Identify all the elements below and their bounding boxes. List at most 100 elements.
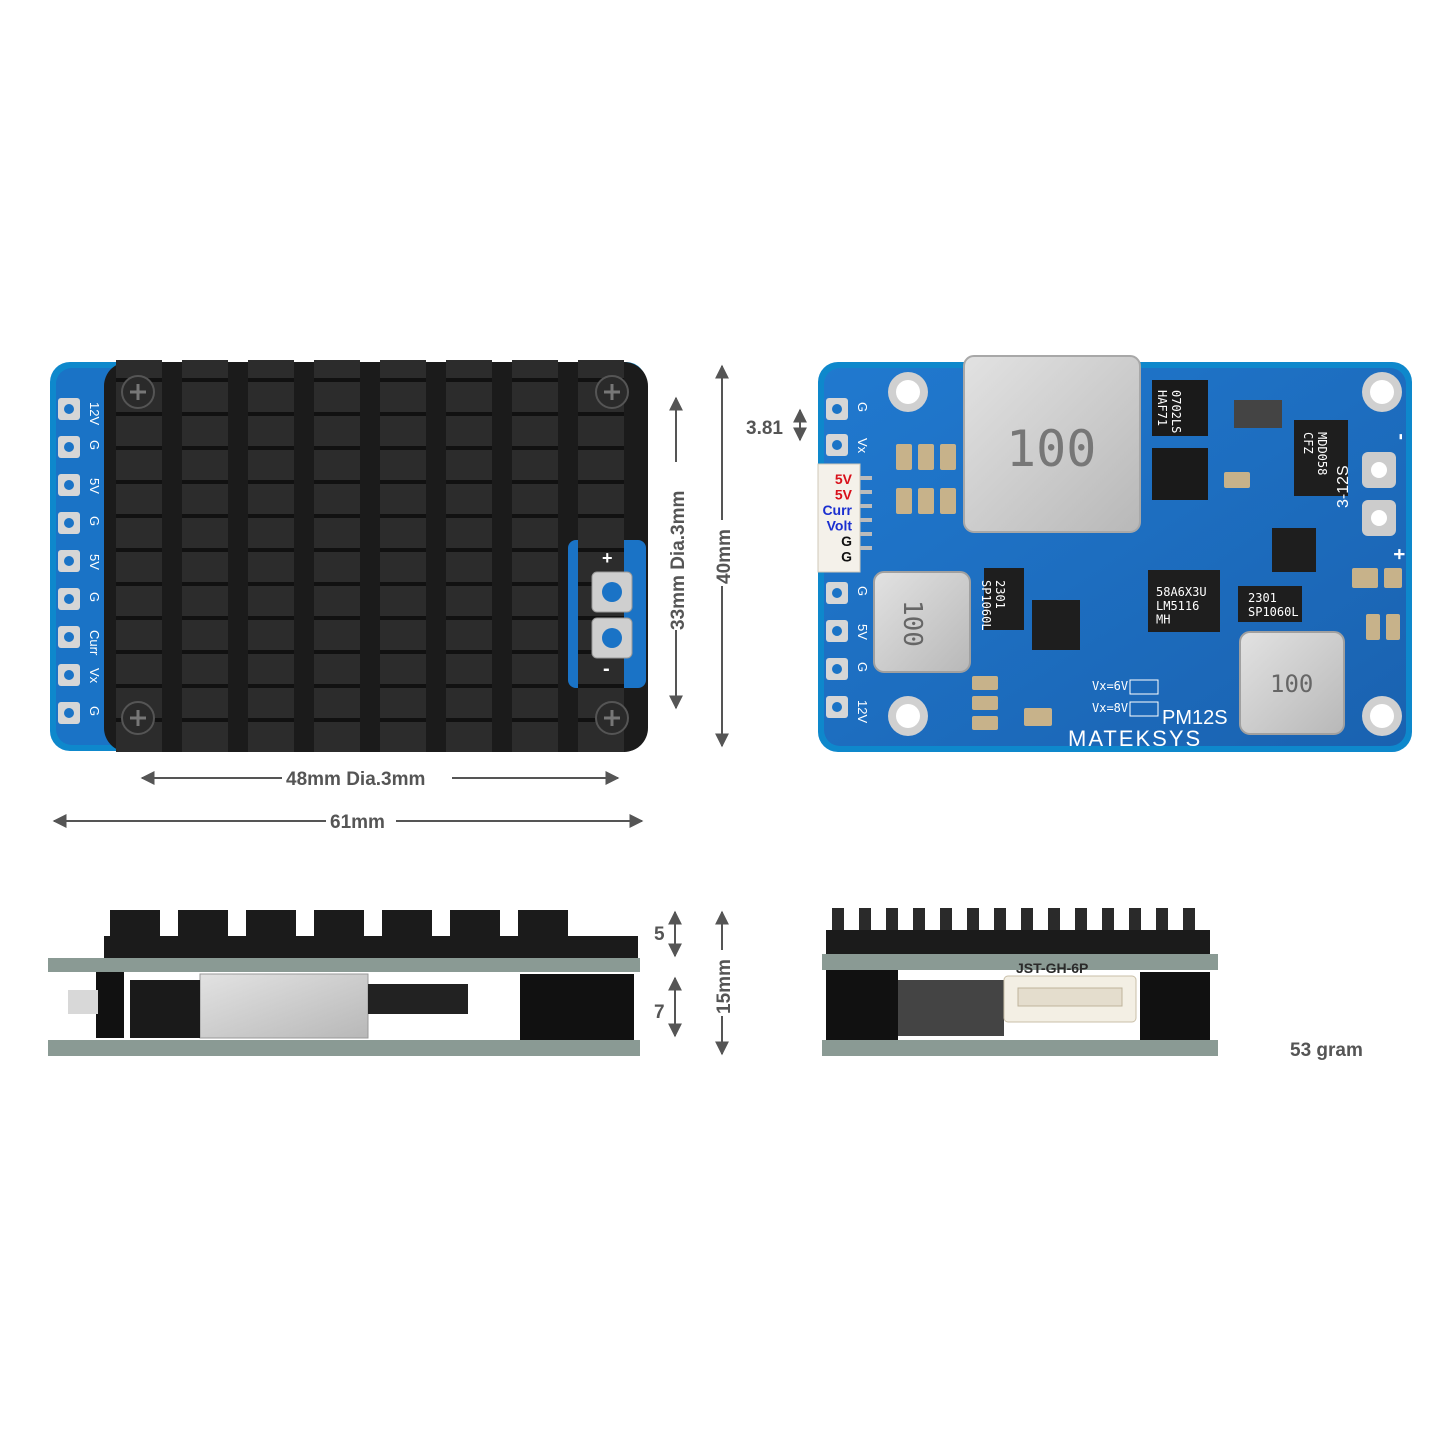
fin-groove (512, 650, 558, 654)
fin-groove (248, 616, 294, 620)
pad-label: G (87, 706, 102, 716)
side-component-b-left (826, 970, 898, 1040)
brand-label: MATEKSYS (1068, 726, 1202, 751)
main-inductor (963, 355, 1141, 533)
fin-groove (314, 378, 360, 382)
fin-groove (248, 650, 294, 654)
fin-groove (116, 446, 162, 450)
fin-groove (380, 616, 426, 620)
fin-groove (314, 412, 360, 416)
fin-groove (116, 412, 162, 416)
capacitor-array (896, 444, 1402, 730)
fin-groove (248, 684, 294, 688)
fin-groove (314, 480, 360, 484)
fin-groove (248, 548, 294, 552)
heatsink-fin (182, 360, 228, 752)
side-component-b-right (1140, 972, 1210, 1040)
jumper-8v: Vx=8V (1092, 701, 1128, 715)
fin-groove (116, 650, 162, 654)
side-fin (450, 910, 500, 940)
fin-groove (182, 446, 228, 450)
side-fin (994, 908, 1006, 934)
connector-pin-label: G (841, 549, 852, 565)
main-inductor-label: 100 (1006, 420, 1096, 478)
fin-groove (248, 446, 294, 450)
fin-groove (116, 514, 162, 518)
connector-pin-label: Volt (827, 518, 853, 534)
fin-groove (380, 446, 426, 450)
fin-groove (248, 480, 294, 484)
side-component-black-left (96, 972, 124, 1038)
fin-groove (380, 548, 426, 552)
fin-groove (380, 650, 426, 654)
pad-label: 12V (87, 402, 102, 425)
fin-groove (446, 480, 492, 484)
side-fin (940, 908, 952, 934)
fin-groove (314, 446, 360, 450)
fin-groove (512, 446, 558, 450)
heatsink-fin (446, 360, 492, 752)
side-fin (913, 908, 925, 934)
connector-pin-label: Curr (822, 502, 852, 518)
connector-pin-label: G (841, 533, 852, 549)
pad-label: G (855, 662, 870, 672)
fin-groove (314, 718, 360, 722)
pad-label: G (87, 592, 102, 602)
fin-groove (578, 514, 624, 518)
fin-groove (446, 582, 492, 586)
fin-groove (512, 480, 558, 484)
side-connector-white (68, 990, 98, 1014)
pad-label: G (855, 586, 870, 596)
side-heatsink-base (104, 936, 638, 958)
pad-label: G (87, 440, 102, 450)
side-bottom-pcb (48, 1040, 640, 1056)
mosfet-left (984, 568, 1024, 630)
fin-groove (512, 412, 558, 416)
side-bottom-pcb-b (822, 1040, 1218, 1056)
ic-driver (1032, 600, 1080, 650)
fin-groove (314, 514, 360, 518)
side-heatsink-base-b (826, 930, 1210, 954)
fin-groove (182, 378, 228, 382)
fin-groove (182, 650, 228, 654)
fin-groove (446, 378, 492, 382)
side-fin (314, 910, 364, 940)
battery-minus-label: - (603, 658, 610, 680)
connector-pin-label: 5V (835, 471, 853, 487)
voltage-range-label: 3-12S (1335, 465, 1352, 508)
side-fin (382, 910, 432, 940)
fin-groove (116, 684, 162, 688)
fin-groove (578, 548, 624, 552)
fin-groove (248, 718, 294, 722)
fin-groove (380, 684, 426, 688)
ic-top-label: 0702LSHAF71 (1155, 390, 1183, 433)
fin-groove (182, 582, 228, 586)
side-top-pcb (48, 958, 640, 972)
fin-groove (380, 718, 426, 722)
fin-groove (314, 548, 360, 552)
mosfet-left-label: 2301SP1060L (979, 580, 1007, 631)
fin-groove (314, 650, 360, 654)
side-fin (859, 908, 871, 934)
heatsink-fins (116, 360, 624, 752)
fin-groove (446, 548, 492, 552)
diode-right (1294, 420, 1348, 496)
dim-top-component-height: 5 (654, 924, 665, 945)
fin-groove (182, 616, 228, 620)
fin-groove (248, 412, 294, 416)
fin-groove (314, 684, 360, 688)
side-fin (1021, 908, 1033, 934)
fin-groove (446, 718, 492, 722)
side-component-black-b (368, 984, 468, 1014)
fin-groove (116, 548, 162, 552)
side-heatsink-fins (110, 910, 568, 940)
inductor-right (1239, 631, 1345, 735)
dim-bottom-component-height: 7 (654, 1002, 665, 1023)
jst-connector-label: JST-GH-6P (1016, 960, 1088, 976)
side-top-pcb-b (822, 954, 1218, 970)
fin-groove (314, 582, 360, 586)
dim-board-height: 40mm (714, 529, 735, 584)
